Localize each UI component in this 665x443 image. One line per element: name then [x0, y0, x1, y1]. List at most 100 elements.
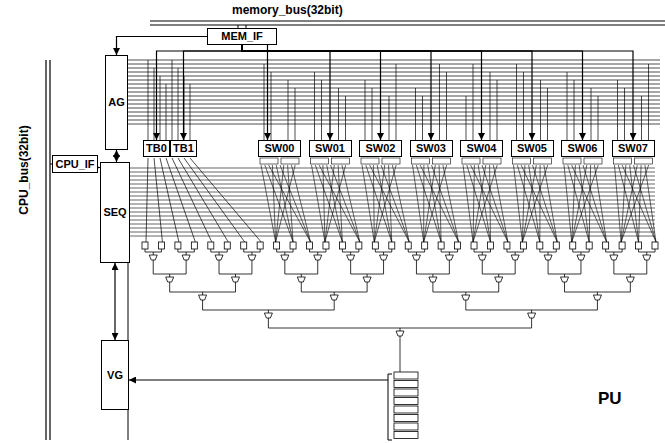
- data-wire: [280, 165, 311, 242]
- tree-wire: [202, 300, 203, 310]
- address-drop: [591, 88, 592, 140]
- data-wire: [362, 165, 374, 242]
- interface-box: MEM_IF: [207, 28, 277, 45]
- tree-wire: [367, 274, 368, 277]
- box-label: SW05: [517, 143, 547, 154]
- data-wire: [190, 158, 261, 242]
- adder-symbol: [643, 255, 651, 260]
- address-drop: [190, 84, 191, 140]
- address-drop: [264, 64, 265, 140]
- memory-bus-line: [150, 24, 665, 25]
- address-drop: [516, 64, 517, 140]
- tree-wire: [605, 249, 606, 252]
- tree-wire: [145, 249, 146, 252]
- box-label: SW07: [618, 143, 648, 154]
- multiplier-cell: [471, 242, 477, 249]
- connector: [242, 45, 532, 140]
- multiplier-cell: [553, 242, 559, 249]
- tree-wire: [449, 260, 450, 274]
- data-wire: [146, 158, 148, 242]
- connector: [114, 263, 115, 340]
- data-wire: [622, 165, 656, 242]
- tree-wire: [301, 274, 302, 277]
- tree-wire: [309, 249, 310, 252]
- register-cell: [483, 158, 501, 164]
- bus-label: memory_bus(32bit): [232, 4, 343, 16]
- register-cell: [260, 158, 278, 164]
- register-cell: [614, 158, 632, 164]
- box-label: SW04: [467, 143, 497, 154]
- address-drop: [415, 88, 416, 140]
- data-wire: [572, 165, 576, 242]
- buffer-box: SW07: [612, 140, 655, 157]
- address-line: [127, 88, 660, 89]
- unit-label: PU: [598, 390, 622, 407]
- tree-wire: [408, 249, 409, 252]
- tree-wire: [367, 282, 368, 292]
- data-wire: [572, 165, 587, 242]
- data-wire: [323, 165, 325, 242]
- adder-symbol: [544, 255, 552, 260]
- connector: [242, 45, 633, 140]
- control-line: [130, 224, 655, 225]
- tree-wire: [523, 249, 524, 252]
- tree-wire: [391, 249, 392, 252]
- tree-wire: [630, 282, 631, 292]
- data-wire: [630, 165, 639, 242]
- multiplier-cell: [504, 242, 510, 249]
- unit-box: SEQ: [100, 162, 130, 263]
- tree-wire: [210, 249, 211, 252]
- accumulator-cell: [394, 423, 418, 430]
- multiplier-cell: [636, 242, 642, 249]
- address-line: [127, 124, 660, 125]
- control-line: [130, 188, 655, 189]
- adder-symbol: [478, 255, 486, 260]
- tree-wire: [334, 292, 335, 295]
- tree-wire: [177, 249, 178, 252]
- tree-wire: [646, 252, 647, 255]
- buffer-box: TB1: [170, 140, 197, 157]
- control-line: [130, 172, 655, 173]
- address-line: [127, 116, 660, 117]
- tree-wire: [350, 260, 351, 274]
- data-wire: [291, 165, 310, 242]
- tree-wire: [589, 249, 590, 252]
- data-wire: [493, 165, 508, 242]
- data-wire: [374, 165, 396, 242]
- tree-wire: [474, 249, 475, 252]
- register-cell: [311, 158, 329, 164]
- address-line: [127, 100, 660, 101]
- data-wire: [413, 165, 424, 242]
- data-wire: [424, 165, 447, 242]
- data-wire: [478, 165, 490, 242]
- interface-box: CPU_IF: [52, 155, 98, 173]
- unit-box: VG: [101, 340, 129, 410]
- data-wire: [615, 165, 622, 242]
- tree-wire: [580, 260, 581, 274]
- data-wire: [160, 158, 179, 242]
- data-wire: [639, 165, 642, 242]
- address-drop: [497, 80, 498, 140]
- multiplier-cell: [290, 242, 296, 249]
- accumulator-cell: [394, 389, 418, 396]
- address-line: [127, 80, 660, 81]
- adder-symbol: [248, 255, 256, 260]
- register-cell: [584, 158, 602, 164]
- control-line: [130, 232, 655, 233]
- data-wire: [473, 165, 474, 242]
- adder-symbol: [281, 255, 289, 260]
- tree-wire: [465, 300, 466, 310]
- address-drop: [314, 72, 315, 140]
- data-wire: [521, 165, 557, 242]
- adder-symbol: [462, 295, 470, 300]
- tree-wire: [227, 249, 228, 252]
- accumulator-cell: [394, 381, 418, 388]
- tree-wire: [531, 318, 532, 328]
- data-wire: [172, 158, 212, 242]
- address-drop: [160, 76, 161, 140]
- tree-wire: [556, 249, 557, 252]
- box-label: SW00: [265, 143, 295, 154]
- tree-wire: [498, 274, 499, 277]
- address-drop: [567, 72, 568, 140]
- buffer-box: SW04: [460, 140, 503, 157]
